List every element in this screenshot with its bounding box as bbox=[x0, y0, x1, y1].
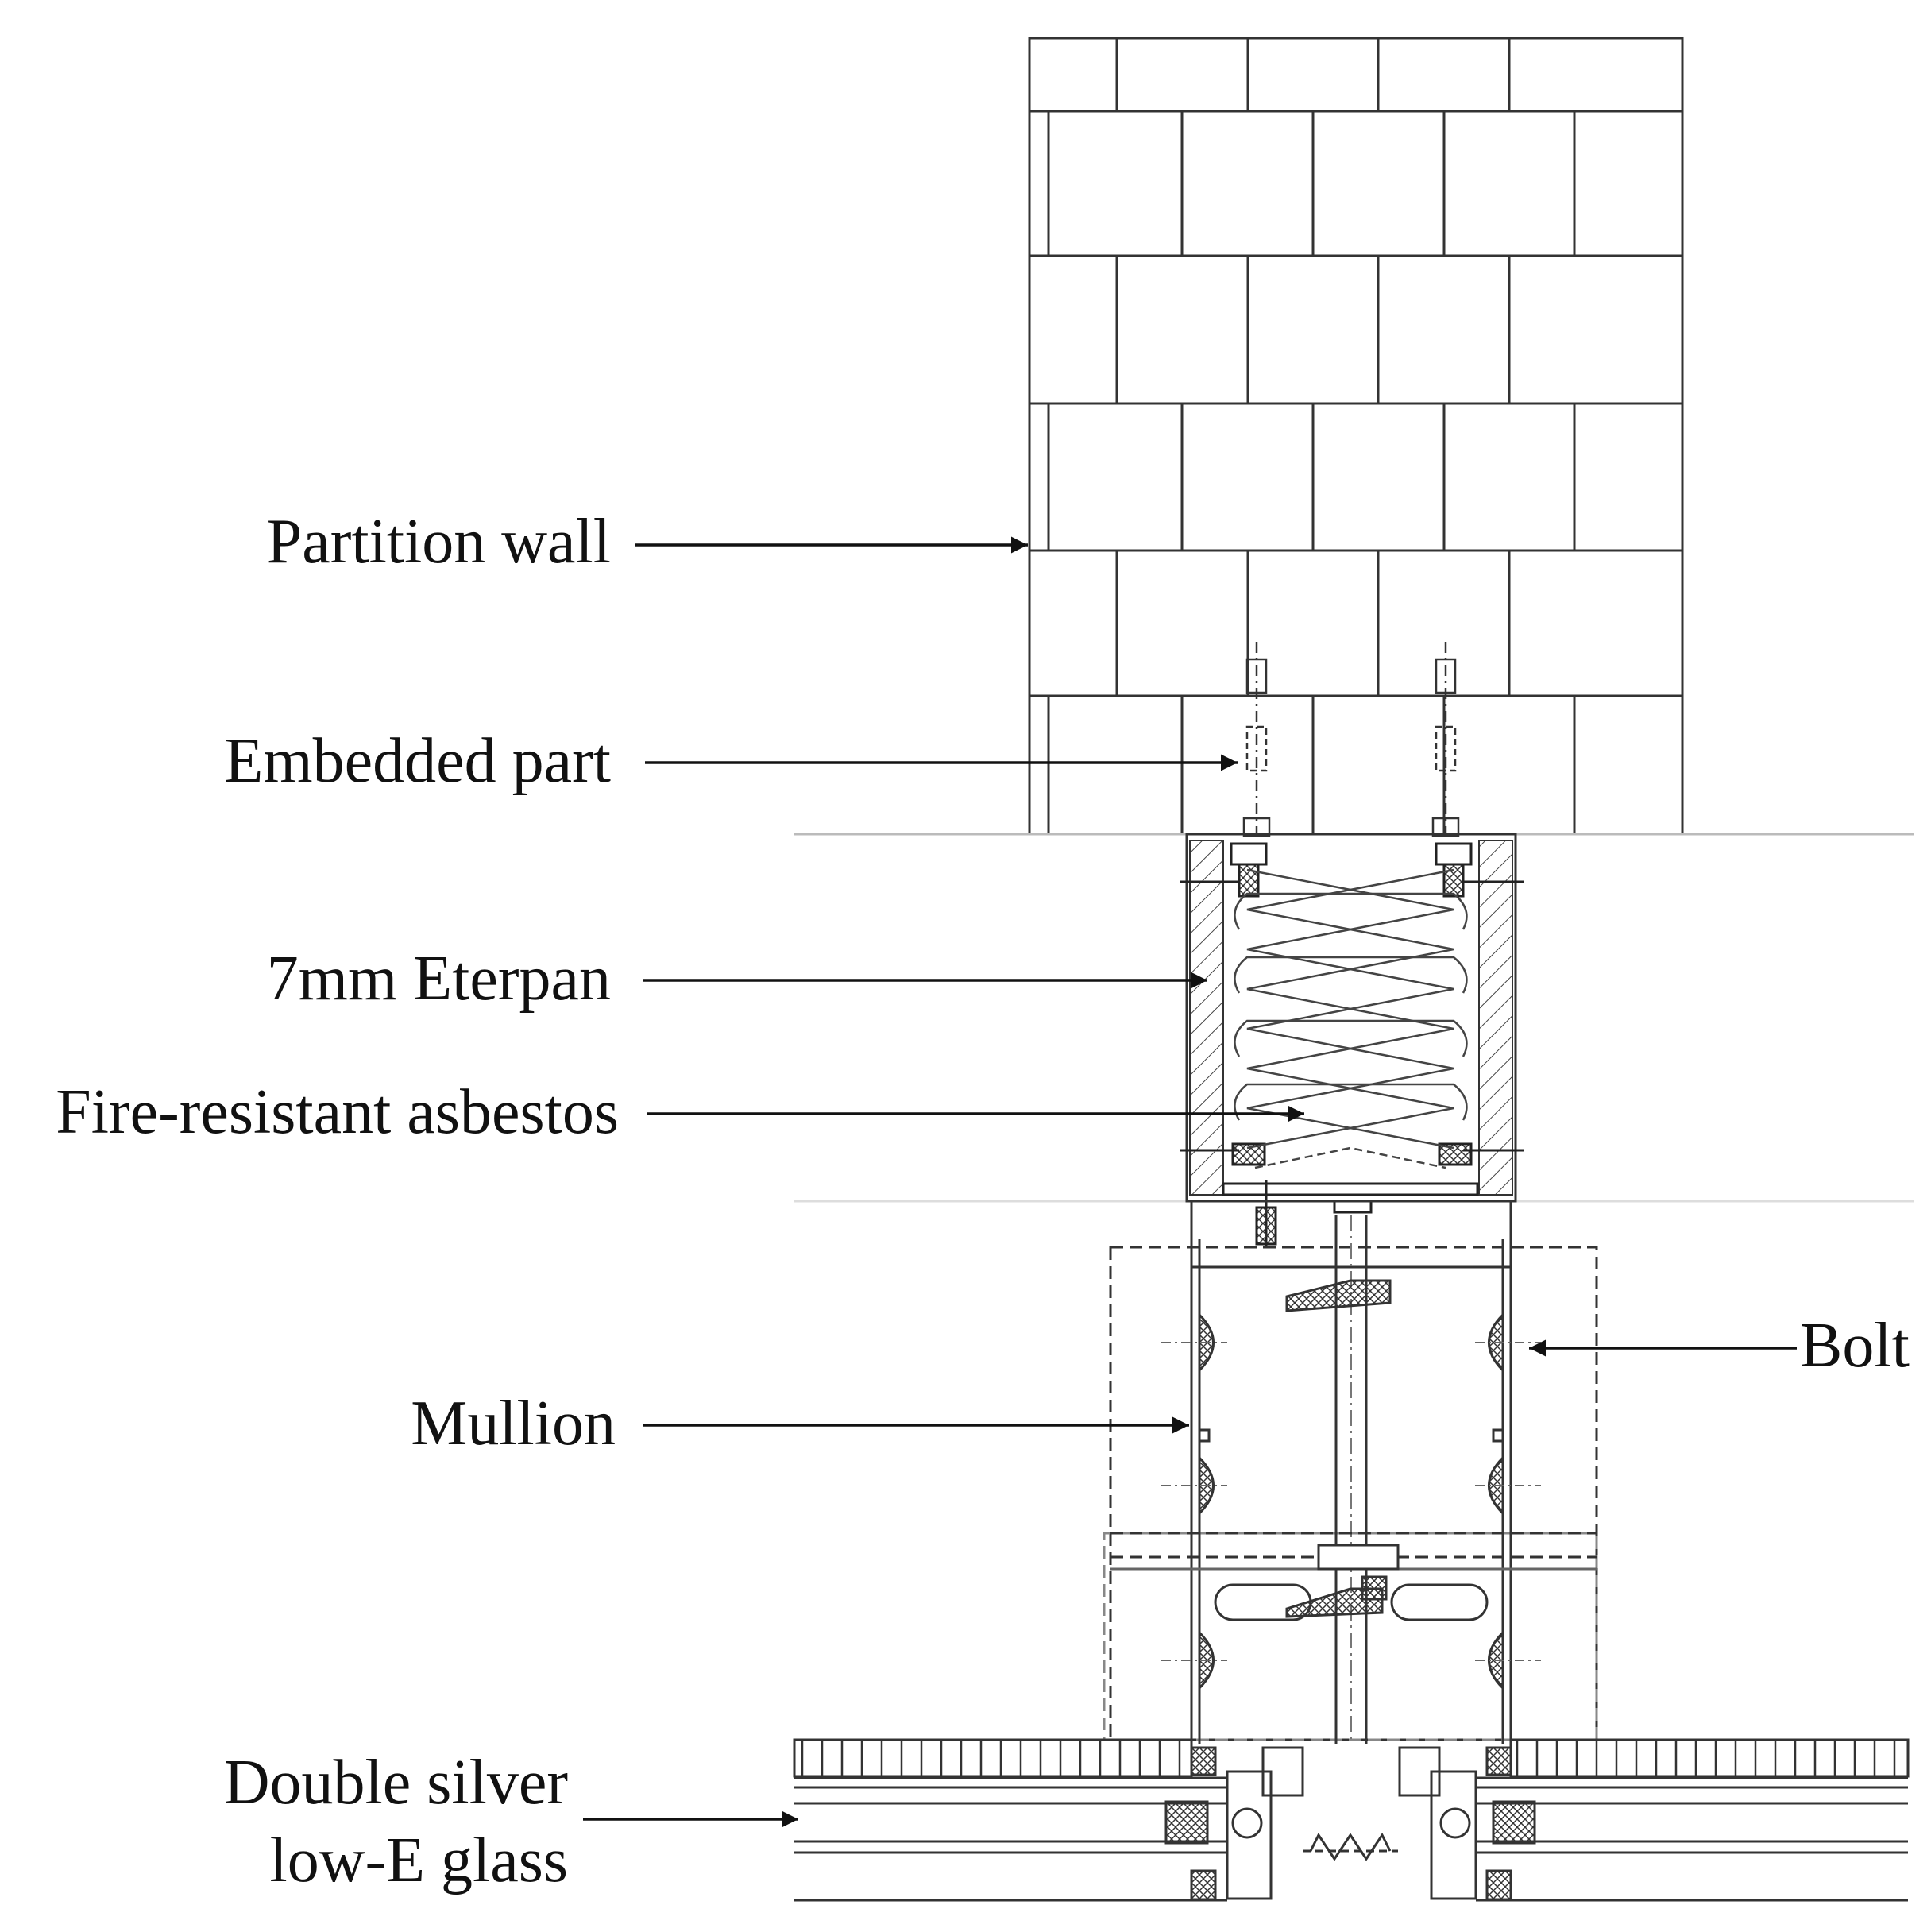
label-glass-line-1: Double silver bbox=[223, 1748, 568, 1818]
label-eterpan: 7mm Eterpan bbox=[266, 944, 611, 1014]
label-double-silver-low-e-glass: Double silver low-E glass bbox=[91, 1745, 568, 1899]
label-fire-resistant-asbestos: Fire-resistant asbestos bbox=[56, 1077, 619, 1147]
label-embedded-part: Embedded part bbox=[224, 726, 611, 796]
label-glass-line-2: low-E glass bbox=[269, 1825, 568, 1895]
eterpan-board-right bbox=[1478, 840, 1513, 1196]
label-mullion: Mullion bbox=[411, 1389, 616, 1459]
fire-stop-assembly bbox=[1180, 833, 1524, 1247]
double-silver-low-e-glass bbox=[793, 1738, 1910, 1902]
eterpan-board-left bbox=[1189, 840, 1224, 1196]
embedded-part bbox=[1242, 642, 1460, 837]
fire-resistant-asbestos bbox=[1234, 868, 1468, 1169]
glass-cell-strip bbox=[801, 1740, 1896, 1776]
mullion bbox=[1103, 1200, 1598, 1744]
label-partition-wall: Partition wall bbox=[266, 507, 611, 577]
partition-wall bbox=[1028, 37, 1684, 836]
label-bolt: Bolt bbox=[1800, 1311, 1910, 1381]
